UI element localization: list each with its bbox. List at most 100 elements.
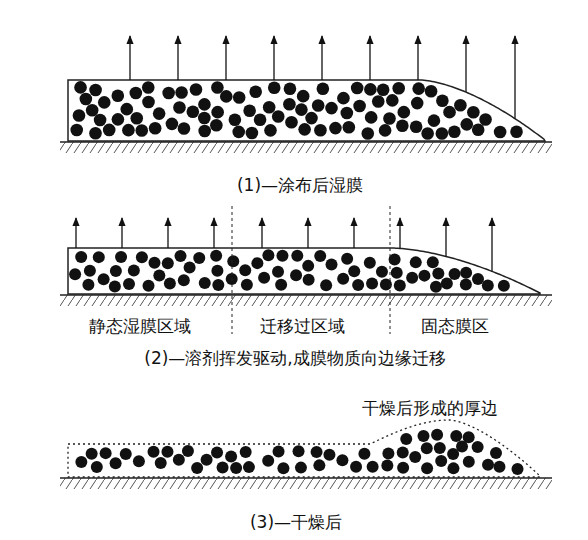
particle <box>122 124 135 137</box>
particle <box>227 255 239 267</box>
particle <box>161 446 173 458</box>
particle <box>295 462 307 474</box>
particle <box>120 103 133 116</box>
evaporation-arrows <box>130 36 515 119</box>
zone-label: 静态湿膜区域 <box>87 316 193 336</box>
particle <box>377 83 390 96</box>
panel-caption: (3)—干燥后 <box>248 512 344 532</box>
film-outline <box>68 248 540 294</box>
particle <box>198 98 211 111</box>
particle <box>268 81 281 94</box>
evaporation-arrow <box>369 36 370 80</box>
evaporation-arrow <box>321 36 322 80</box>
particle <box>75 251 87 263</box>
particle <box>276 250 288 262</box>
particle <box>82 279 94 291</box>
particle <box>460 118 473 131</box>
particle <box>365 111 378 124</box>
particle <box>472 123 485 136</box>
particle <box>103 124 116 137</box>
particle <box>175 86 188 99</box>
particle <box>239 264 251 276</box>
particle <box>241 279 253 291</box>
particle <box>382 448 394 460</box>
particle <box>336 454 348 466</box>
particle <box>447 448 459 460</box>
particle <box>110 457 122 469</box>
evaporation-arrow <box>491 218 492 271</box>
particle <box>120 448 132 460</box>
particle <box>136 251 148 263</box>
particle <box>178 274 190 286</box>
particle <box>283 98 296 111</box>
zone-label: 迁移过区域 <box>258 316 347 336</box>
particle <box>111 89 124 102</box>
evaporation-arrow <box>213 218 214 248</box>
particle <box>381 459 393 471</box>
particle <box>70 124 83 137</box>
film-outline <box>68 80 545 141</box>
particle <box>313 459 325 471</box>
particle <box>490 447 502 459</box>
particle <box>149 122 162 135</box>
particle <box>443 106 456 119</box>
particle <box>220 90 233 103</box>
particle <box>86 104 99 117</box>
particle <box>436 95 449 108</box>
particle <box>264 124 277 137</box>
particle <box>193 252 205 264</box>
particle <box>272 266 284 278</box>
particle <box>232 126 245 139</box>
particle <box>69 268 81 280</box>
particle <box>273 445 285 457</box>
particles <box>75 429 523 475</box>
evaporation-arrow <box>353 218 354 248</box>
substrate-hatch <box>60 478 552 489</box>
particle <box>463 456 475 468</box>
evaporation-arrow <box>307 218 308 248</box>
particle <box>398 106 411 119</box>
particle <box>427 256 439 268</box>
particle <box>343 121 356 134</box>
particle <box>251 257 263 269</box>
particle <box>210 250 222 262</box>
particle <box>109 281 121 293</box>
particle <box>298 123 311 136</box>
particle <box>86 448 98 460</box>
particle <box>199 277 211 289</box>
particle <box>112 113 125 126</box>
particle <box>217 461 229 473</box>
particle <box>243 104 256 117</box>
particles <box>69 249 510 292</box>
particle <box>341 107 354 120</box>
particle <box>110 265 122 277</box>
particle <box>285 116 298 129</box>
particle <box>441 277 453 289</box>
particle <box>190 83 203 96</box>
particle <box>449 268 461 280</box>
substrate-hatch <box>60 142 552 153</box>
particle <box>201 454 213 466</box>
particle <box>233 91 246 104</box>
particle <box>262 455 274 467</box>
evaporation-arrow <box>121 218 122 248</box>
evaporation-arrow <box>273 36 274 80</box>
particle <box>211 106 224 119</box>
particle <box>337 273 349 285</box>
particle <box>312 99 325 112</box>
particle <box>74 81 87 94</box>
particle <box>291 250 303 262</box>
particle <box>366 278 378 290</box>
particle <box>400 433 412 445</box>
film-outline <box>68 420 540 477</box>
particle <box>436 127 449 140</box>
particle <box>135 124 148 137</box>
particle <box>498 280 510 292</box>
particle <box>184 262 196 274</box>
particle <box>254 113 267 126</box>
particle <box>364 83 377 96</box>
evaporation-arrow <box>514 36 515 119</box>
particle <box>430 281 442 293</box>
particle <box>93 251 105 263</box>
particle <box>302 260 314 272</box>
